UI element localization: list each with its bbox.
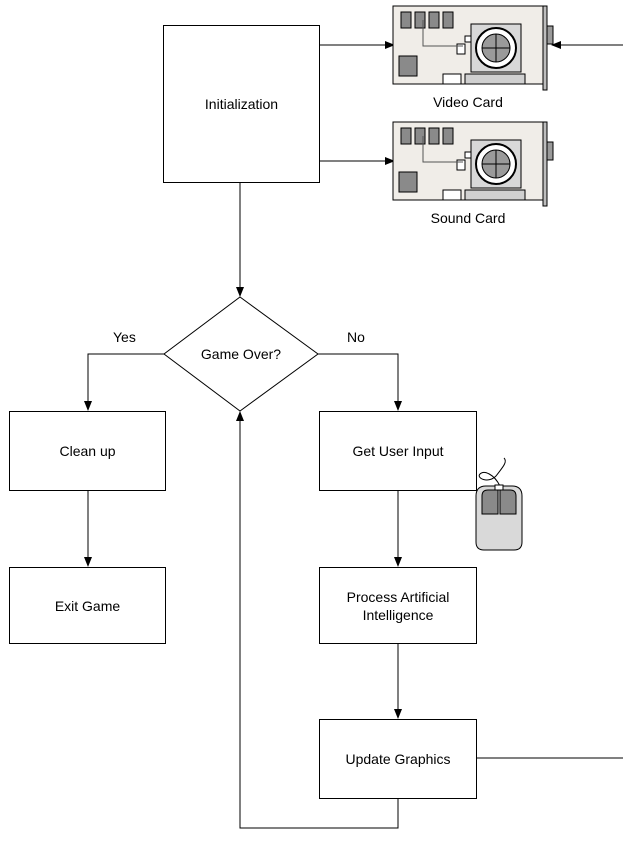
initialization-label: Initialization [204,96,279,112]
decision-label: Game Over? [200,346,282,362]
sound-card-icon [392,121,554,207]
process-ai-label: Process Artificial Intelligence [346,588,450,623]
process-ai-box: Process Artificial Intelligence [319,567,477,644]
mouse-icon [475,457,523,551]
exit-game-box: Exit Game [9,567,166,644]
get-user-input-box: Get User Input [319,411,477,491]
update-graphics-box: Update Graphics [319,719,477,799]
video-card-icon [392,5,554,91]
clean-up-box: Clean up [9,411,166,491]
initialization-box: Initialization [163,25,320,183]
edge-yes-to-cleanup [84,353,164,411]
get-user-input-label: Get User Input [352,443,444,459]
sound-card-caption: Sound Card [430,210,506,226]
connectors [84,41,623,829]
video-card-caption: Video Card [433,94,503,110]
clean-up-label: Clean up [59,443,116,459]
exit-game-label: Exit Game [54,597,121,614]
update-graphics-label: Update Graphics [345,751,451,767]
yes-label: Yes [113,329,136,345]
decision-diamond [163,296,319,412]
edge-graphics-loop-back [236,411,399,829]
no-label: No [347,329,365,345]
edge-no-to-input [318,353,402,411]
